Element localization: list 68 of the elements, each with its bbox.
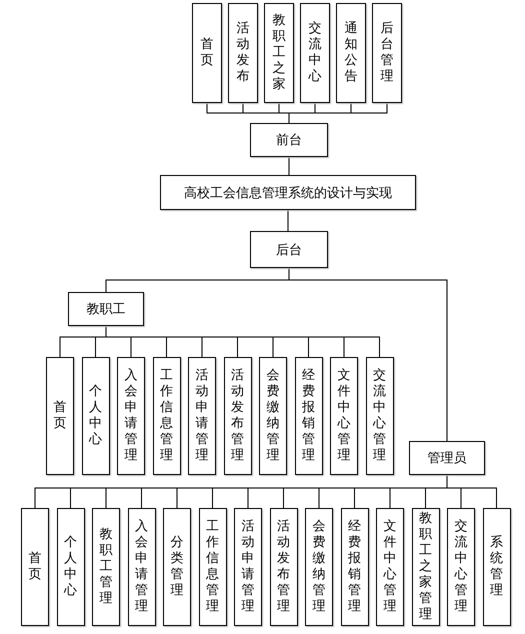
box-label: 活动发布管理	[276, 519, 290, 615]
box-label: 工作信息管理	[206, 519, 220, 615]
module-box	[188, 357, 216, 475]
module-box	[372, 3, 402, 103]
section-box: 后台	[250, 231, 328, 268]
module-box	[447, 508, 475, 626]
module-box	[46, 357, 74, 475]
box-label: 工作信息管理	[160, 368, 174, 464]
module-box	[152, 357, 180, 475]
module-box	[366, 357, 394, 475]
box-label: 交流中心管理	[454, 519, 468, 615]
connector-line	[446, 474, 497, 508]
module-box	[412, 508, 440, 626]
module-box	[163, 508, 191, 626]
box-label: 交流中心管理	[372, 368, 386, 464]
box-label: 首页	[53, 400, 67, 432]
module-box	[300, 3, 330, 103]
connector-line	[288, 268, 448, 442]
box-label: 活动申请管理	[195, 368, 209, 464]
box-label: 文件中心管理	[383, 519, 397, 615]
box-label: 入会申请管理	[134, 519, 148, 615]
module-box	[330, 357, 358, 475]
module-box	[482, 508, 510, 626]
module-box	[92, 508, 120, 626]
module-box	[305, 508, 333, 626]
box-label: 活动发布	[236, 21, 250, 85]
box-label: 活动申请管理	[241, 519, 255, 615]
box-label: 会费缴纳管理	[312, 519, 326, 615]
box-label: 首页	[200, 37, 214, 69]
box-label: 经费报销管理	[348, 519, 362, 615]
connector-line	[288, 156, 290, 176]
box-label: 首页	[28, 551, 42, 583]
module-box	[336, 3, 366, 103]
title-box: 高校工会信息管理系统的设计与实现	[160, 175, 416, 210]
box-label: 教职工管理	[99, 527, 113, 607]
box-label: 交流中心	[308, 21, 322, 85]
module-box	[117, 357, 145, 475]
box-label: 系统管理	[490, 535, 504, 599]
module-box	[259, 357, 287, 475]
module-box	[192, 3, 222, 103]
box-label: 个人中心	[64, 535, 78, 599]
module-box	[82, 357, 110, 475]
box-label: 通知公告	[344, 21, 358, 85]
box-label: 分类管理	[170, 535, 184, 599]
box-label: 后台管理	[380, 21, 394, 85]
module-box	[340, 508, 368, 626]
box-label: 入会申请管理	[124, 368, 138, 464]
box-label: 会费缴纳管理	[266, 368, 280, 464]
module-box	[376, 508, 404, 626]
box-label: 经费报销管理	[302, 368, 316, 464]
module-box	[128, 508, 156, 626]
module-box	[228, 3, 258, 103]
section-box: 前台	[250, 123, 328, 157]
module-box	[21, 508, 49, 626]
module-box	[294, 357, 322, 475]
box-label: 教职工之家管理	[418, 511, 432, 623]
module-box	[198, 508, 226, 626]
module-box	[234, 508, 262, 626]
box-label: 活动发布管理	[230, 368, 244, 464]
role-box: 管理员	[409, 441, 485, 475]
box-label: 文件中心管理	[337, 368, 351, 464]
module-box	[224, 357, 252, 475]
module-box	[56, 508, 84, 626]
box-label: 个人中心	[88, 384, 102, 448]
module-box	[264, 3, 294, 103]
box-label: 教职工之家	[272, 13, 286, 93]
module-box	[270, 508, 298, 626]
role-box: 教职工	[68, 292, 144, 326]
